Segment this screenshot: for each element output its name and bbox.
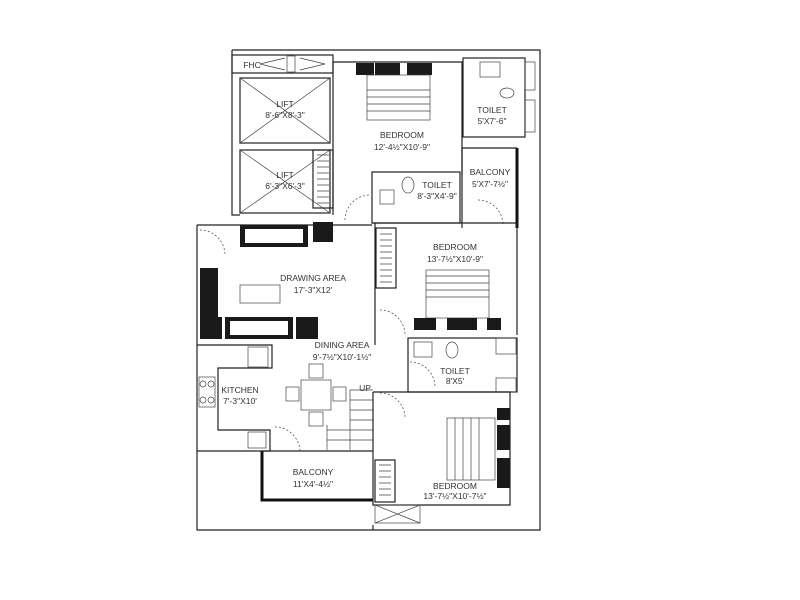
fhc-shaft: FHC: [231, 54, 334, 74]
lift-1-size: 8'-6"X8'-3": [265, 110, 305, 120]
toilet-3: TOILET 8'X5': [407, 337, 518, 393]
bedroom-2-size: 13'-7½"X10'-9": [427, 254, 483, 264]
bedroom-1: BEDROOM 12'-4½"X10'-9": [312, 61, 463, 215]
dining-area: UP DINING AREA 9'-7½"X10'-1½": [274, 340, 373, 453]
bedroom-3-size: 13'-7½"X10'-7½": [423, 491, 486, 501]
kitchen: KITCHEN 7'-3"X10': [197, 344, 273, 452]
bedroom-3-name: BEDROOM: [433, 481, 477, 491]
bedroom-3: BEDROOM 13'-7½"X10'-7½": [372, 391, 511, 524]
kitchen-name: KITCHEN: [221, 385, 258, 395]
dining-area-name: DINING AREA: [315, 340, 370, 350]
balcony-2: BALCONY 11'X4'-4½": [260, 450, 373, 502]
bedroom-2: BEDROOM 13'-7½"X10'-9": [372, 222, 518, 345]
bedroom-2-name: BEDROOM: [433, 242, 477, 252]
toilet-2: TOILET 8'-3"X4'-9": [344, 171, 461, 224]
balcony-1-size: 5'X7'-7½": [472, 179, 508, 189]
balcony-1: BALCONY 5'X7'-7½": [461, 147, 519, 228]
lift-2: LIFT 6'-3"X6'-3": [239, 149, 331, 214]
drawing-area-name: DRAWING AREA: [280, 273, 346, 283]
toilet-2-name: TOILET: [422, 180, 452, 190]
toilet-1-size: 5'X7'-6": [478, 116, 507, 126]
lift-1-name: LIFT: [276, 99, 293, 109]
drawing-area: DRAWING AREA 17'-3"X12': [199, 222, 346, 339]
toilet-1-name: TOILET: [477, 105, 507, 115]
lift-2-name: LIFT: [276, 170, 293, 180]
toilet-3-size: 8'X5': [446, 376, 465, 386]
toilet-1: TOILET 5'X7'-6": [462, 57, 536, 138]
toilet-2-size: 8'-3"X4'-9": [417, 191, 457, 201]
lift-1: LIFT 8'-6"X8'-3": [239, 77, 331, 144]
balcony-2-size: 11'X4'-4½": [293, 479, 333, 489]
drawing-area-size: 17'-3"X12': [294, 285, 333, 295]
stairs-up-label: UP: [359, 383, 371, 393]
toilet-3-name: TOILET: [440, 366, 470, 376]
bedroom-1-name: BEDROOM: [380, 130, 424, 140]
balcony-2-name: BALCONY: [293, 467, 334, 477]
fhc-label: FHC: [243, 60, 260, 70]
balcony-1-name: BALCONY: [470, 167, 511, 177]
kitchen-size: 7'-3"X10': [223, 396, 257, 406]
lift-2-size: 6'-3"X6'-3": [265, 181, 305, 191]
dining-area-size: 9'-7½"X10'-1½": [313, 352, 371, 362]
bedroom-1-size: 12'-4½"X10'-9": [374, 142, 430, 152]
